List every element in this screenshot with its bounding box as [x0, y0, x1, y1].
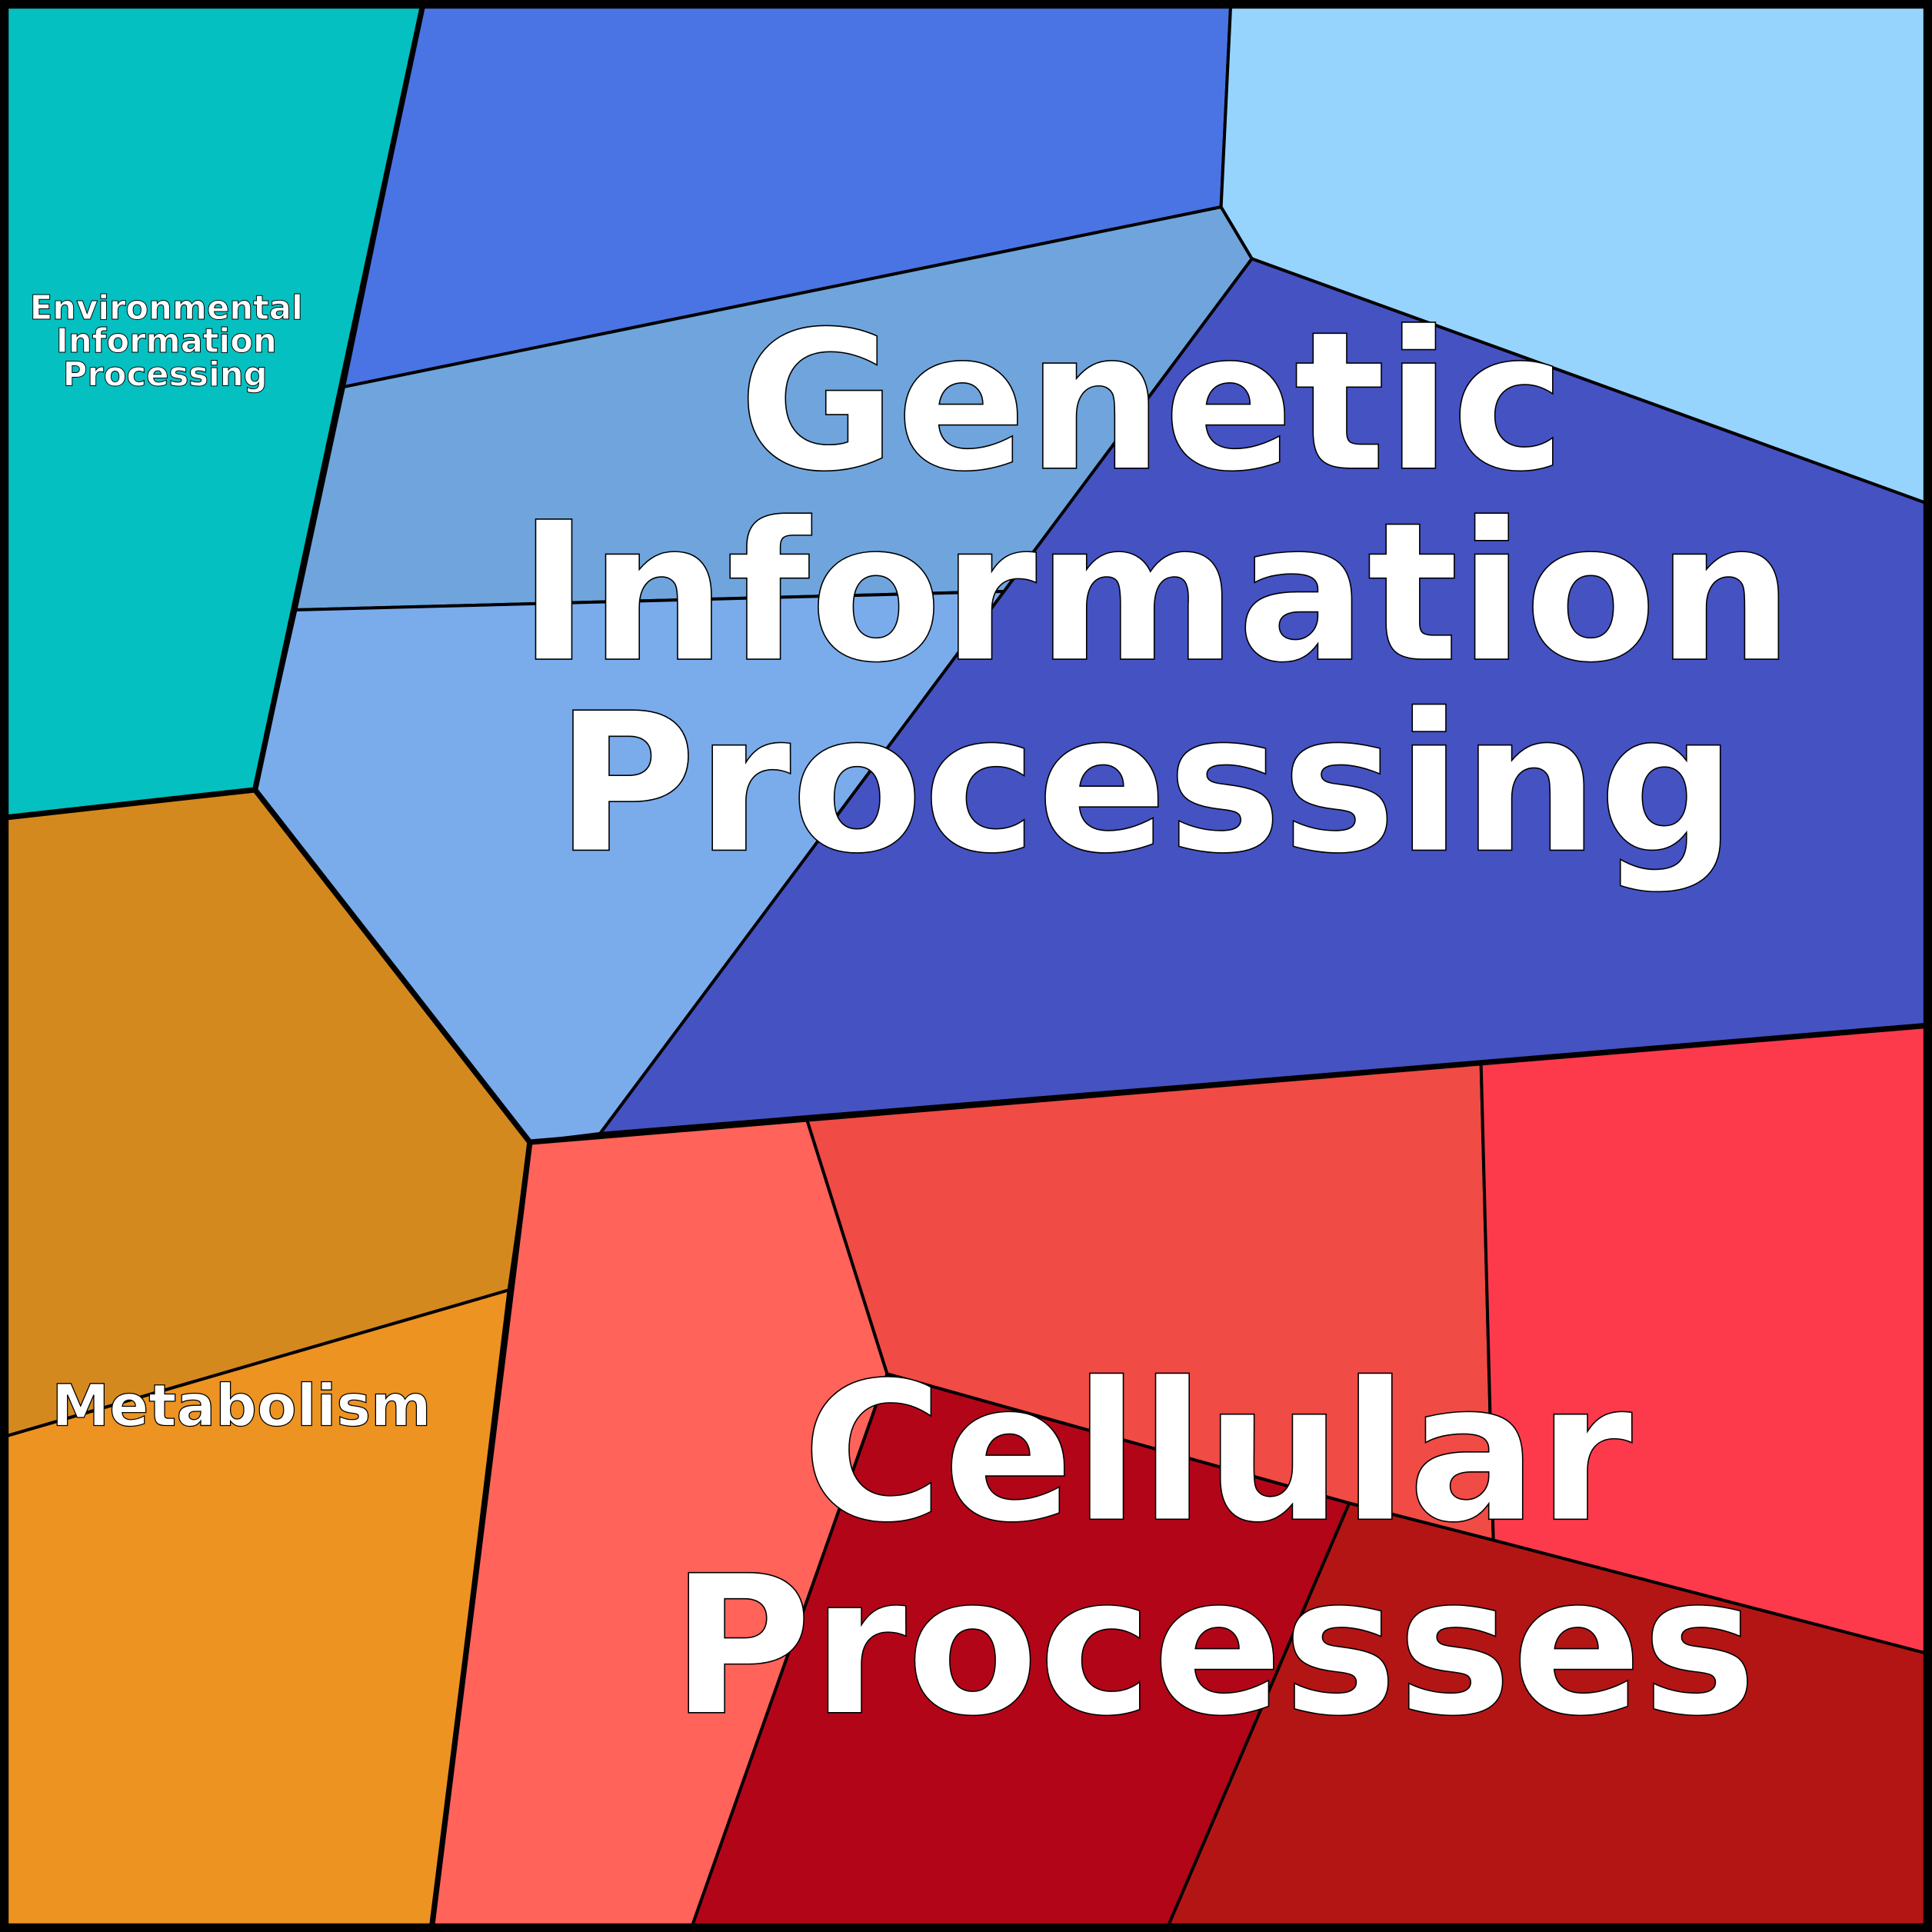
cellular-cell-5 — [1164, 1501, 1932, 1932]
cellular-cell-4 — [688, 1372, 1351, 1932]
env-label-line-1: Environmental — [30, 289, 303, 328]
cellular-label-line-1: Cellular — [802, 1341, 1633, 1564]
metabolism-cell-2 — [0, 1288, 511, 1932]
genetic-cell-5 — [598, 257, 1932, 1135]
genetic-label-line-2: Information — [518, 481, 1794, 705]
genetic-label-line-3: Processing — [555, 671, 1737, 895]
metabolism-label: Metabolism — [52, 1372, 431, 1440]
genetic-label-line-1: Genetic — [738, 290, 1565, 514]
env-label-line-3: Processing — [63, 355, 268, 394]
env-label-line-2: Information — [56, 322, 277, 361]
group-boundary-cellular — [527, 1022, 1932, 1145]
cellular-label-line-2: Processes — [671, 1534, 1756, 1758]
